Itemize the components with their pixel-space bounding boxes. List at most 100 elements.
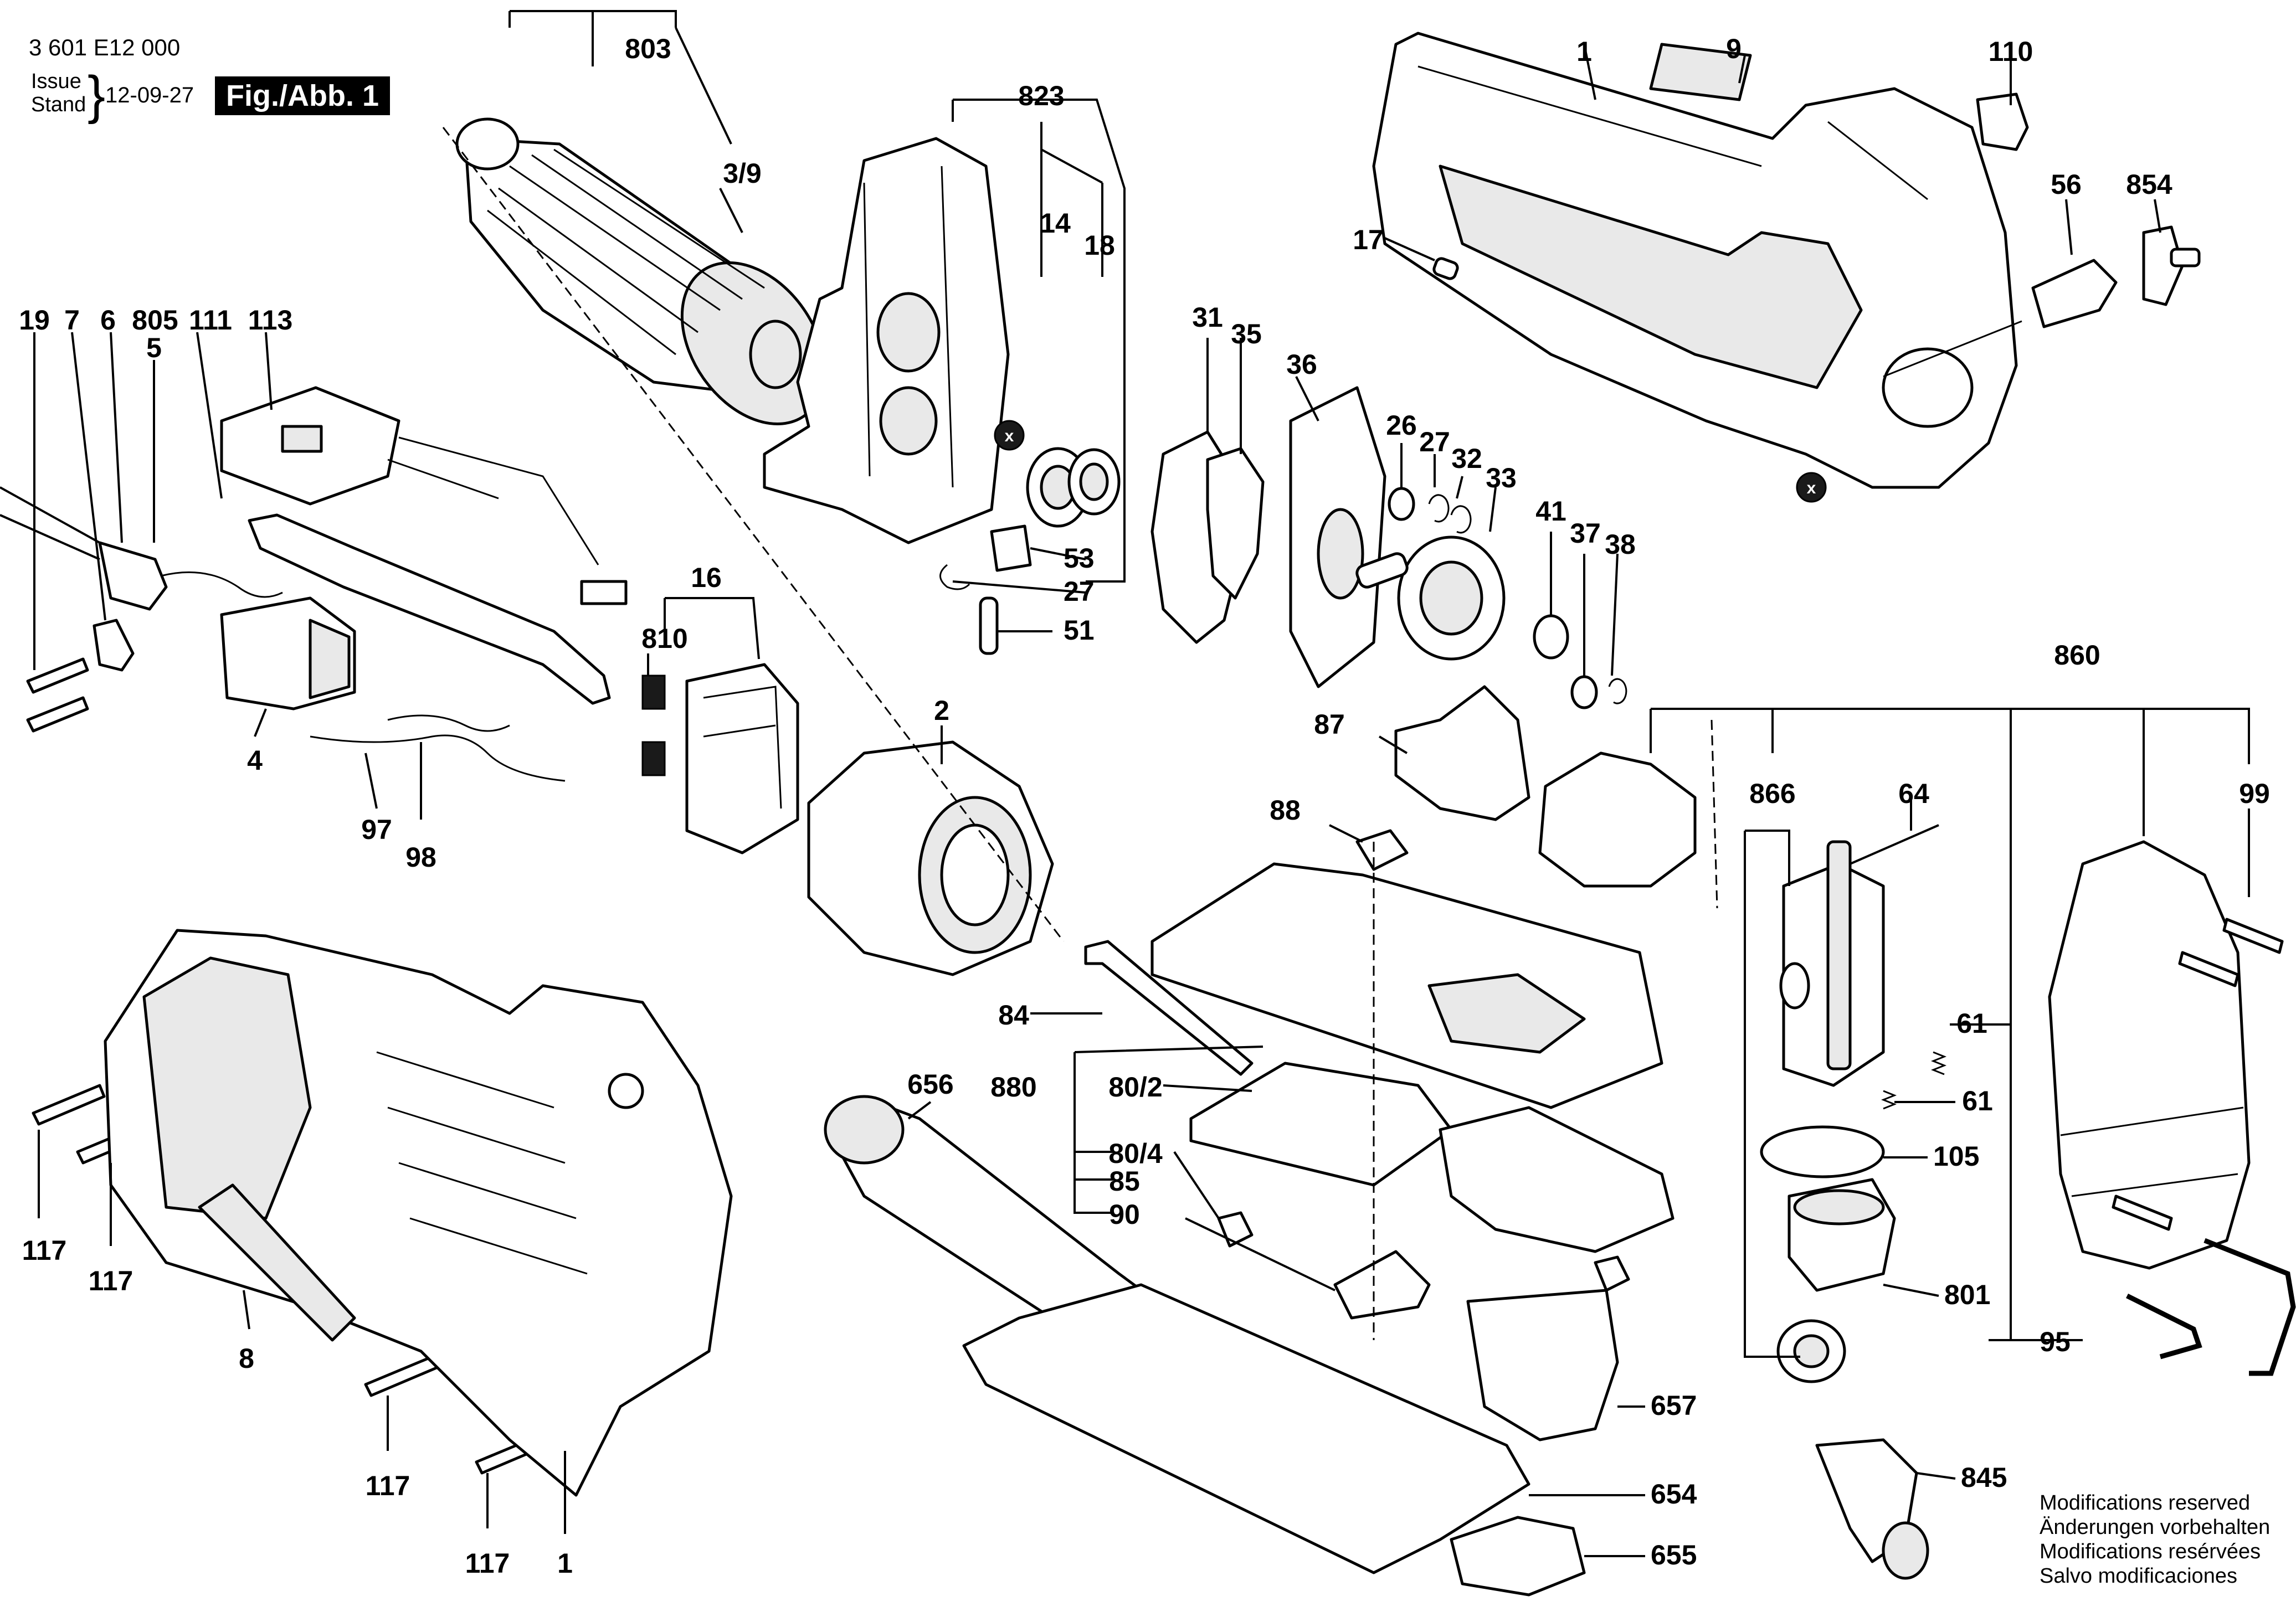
label-656: 656: [907, 1069, 953, 1100]
label-654: 654: [1651, 1479, 1697, 1510]
label-80-4: 80/4: [1108, 1138, 1163, 1169]
x-marker-right: x: [1796, 472, 1827, 503]
label-17: 17: [1353, 224, 1384, 255]
label-14: 14: [1040, 208, 1071, 239]
part-washer-37: [1570, 675, 1598, 709]
label-88: 88: [1270, 795, 1301, 826]
label-113: 113: [248, 305, 293, 336]
part-carbon-brushes: [641, 674, 666, 776]
part-base-plate: [1150, 862, 1663, 1109]
svg-text:x: x: [1807, 479, 1816, 497]
label-880: 880: [990, 1072, 1036, 1103]
label-5: 5: [146, 332, 162, 363]
label-27-right: 27: [1419, 426, 1450, 457]
part-spring-61b: [1881, 1090, 1897, 1110]
label-26: 26: [1386, 410, 1417, 441]
label-98: 98: [405, 842, 436, 873]
label-9: 9: [1726, 33, 1742, 64]
label-56: 56: [2051, 169, 2082, 200]
label-90: 90: [1109, 1199, 1140, 1230]
label-6: 6: [100, 305, 116, 336]
label-87: 87: [1314, 709, 1345, 740]
figure-badge: Fig./Abb. 1: [215, 76, 390, 115]
label-803: 803: [625, 33, 671, 64]
part-housing-half-top: [1372, 32, 2018, 489]
part-spring-61a: [1930, 1051, 1947, 1075]
part-ring-105: [1760, 1125, 1885, 1178]
part-brush-holder: [685, 663, 799, 854]
label-32: 32: [1451, 443, 1482, 474]
part-washer-26: [1388, 487, 1415, 521]
parts-drawings: x x: [0, 32, 2296, 1597]
part-circlip-38: [1608, 678, 1627, 704]
label-41: 41: [1535, 496, 1566, 527]
part-roller-holder: [1776, 1319, 1846, 1383]
issue-label: Issue: [31, 70, 81, 93]
part-nut-88: [1355, 829, 1409, 871]
brace-glyph: }: [88, 65, 106, 125]
label-4: 4: [247, 745, 263, 776]
part-label-9: [1649, 43, 1752, 101]
label-117-b: 117: [89, 1265, 133, 1296]
part-hex-key-84: [1084, 940, 1254, 1076]
label-657: 657: [1651, 1390, 1697, 1421]
leader-lines: [33, 10, 2250, 1557]
stand-label: Stand: [31, 93, 86, 116]
label-27-left: 27: [1064, 576, 1095, 607]
label-110: 110: [1989, 36, 2033, 67]
part-lever-90: [1333, 1250, 1431, 1320]
label-1-bottom: 1: [557, 1548, 573, 1579]
part-housing-half-bottom: [104, 929, 733, 1497]
label-105: 105: [1933, 1141, 1979, 1172]
part-knob-854: [2142, 225, 2184, 306]
notice-line-de: Änderungen vorbehalten: [2040, 1516, 2271, 1539]
part-electronics-board: [220, 386, 628, 605]
label-845: 845: [1961, 1462, 2007, 1493]
svg-text:x: x: [1005, 427, 1014, 445]
part-plate-80-2: [1189, 1062, 1453, 1187]
label-61-upper: 61: [1956, 1008, 1987, 1039]
part-guide-plate: [1289, 386, 1386, 688]
label-18: 18: [1084, 230, 1115, 261]
part-cover-657: [1466, 1289, 1619, 1441]
label-19: 19: [19, 305, 50, 336]
part-small-pins-53-27-51: [939, 524, 1032, 655]
issue-stand-label: Issue Stand: [31, 70, 86, 116]
label-51: 51: [1064, 615, 1095, 646]
part-bearing-41: [1533, 614, 1569, 660]
notice-line-en: Modifications reserved: [2040, 1491, 2251, 1515]
label-35: 35: [1231, 318, 1262, 349]
part-roller-845: [1815, 1438, 1929, 1580]
part-lever-56: [1883, 259, 2118, 378]
part-base-tray-654: [962, 1283, 1530, 1574]
part-guide-801: [1788, 1178, 1896, 1292]
issue-date: 12-09-27: [105, 83, 194, 107]
part-circlip-27: [1428, 494, 1450, 523]
x-marker-left: x: [994, 420, 1025, 451]
label-3-9: 3/9: [723, 158, 762, 189]
part-labels: 803 3/9 823 14 18 53 27 51 1 9 110 56 85…: [19, 33, 2270, 1579]
label-854: 854: [2126, 169, 2172, 200]
notice-line-es: Salvo modificaciones: [2040, 1564, 2237, 1588]
label-801: 801: [1944, 1279, 1990, 1310]
label-860: 860: [2054, 640, 2100, 671]
part-label-8: [198, 1183, 356, 1342]
label-84: 84: [998, 1000, 1029, 1031]
label-64: 64: [1898, 778, 1929, 809]
part-field-coil: [807, 740, 1054, 976]
label-866: 866: [1749, 778, 1795, 809]
label-810: 810: [641, 623, 687, 654]
label-80-2: 80/2: [1108, 1072, 1162, 1103]
label-2: 2: [934, 695, 949, 726]
part-slider-655: [1450, 1516, 1586, 1597]
label-8: 8: [239, 1343, 254, 1374]
label-805: 805: [132, 305, 178, 336]
assembly-axis-lines: [442, 127, 1718, 1340]
label-38: 38: [1605, 529, 1636, 560]
part-clamp-7: [93, 619, 135, 672]
label-655: 655: [1651, 1539, 1697, 1570]
label-111: 111: [189, 305, 232, 336]
part-switch-rod: [248, 513, 611, 705]
label-99: 99: [2239, 778, 2270, 809]
